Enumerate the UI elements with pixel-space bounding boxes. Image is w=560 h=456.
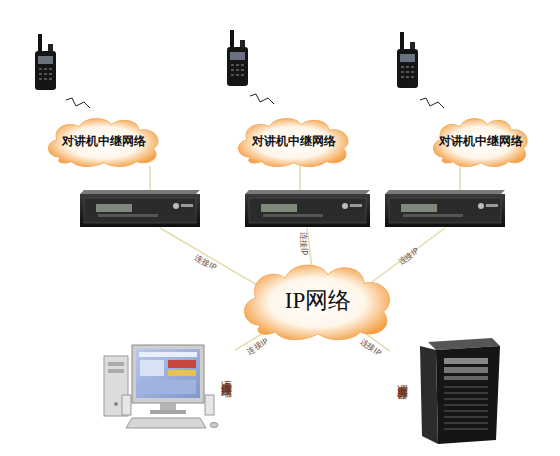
walkie-talkie: [397, 32, 418, 88]
cloud-label: 对讲机中继网络: [428, 133, 534, 150]
link-line: [372, 228, 445, 282]
link-label: 连接IP: [298, 231, 309, 254]
walkie-talkie: [227, 30, 248, 86]
device-node: 调度服务器: [390, 335, 500, 445]
link-line: [160, 228, 262, 288]
network-cloud: IP网络: [236, 258, 400, 342]
link-line: [307, 228, 312, 268]
link-label: 连接IP: [192, 251, 218, 272]
server-illustration: [420, 338, 500, 444]
edge-label: 连接IP: [358, 336, 383, 358]
network-cloud: 对讲机中继网络: [42, 114, 166, 168]
walkie-talkie: [35, 34, 56, 90]
cloud-label: 对讲机中继网络: [232, 133, 356, 150]
cloud-label: 对讲机中继网络: [42, 133, 166, 150]
network-cloud: 对讲机中继网络: [232, 114, 356, 168]
radio-wave: [420, 98, 444, 108]
repeater-device: [385, 190, 505, 227]
repeater-device: [80, 190, 200, 227]
link-line: [459, 166, 460, 191]
edge-label: 连接IP: [245, 335, 271, 356]
radio-wave: [66, 98, 90, 108]
device-node: 语音调度终端: [95, 340, 235, 445]
repeater-device: [245, 190, 370, 227]
cloud-label: IP网络: [236, 285, 400, 316]
device-caption: 语音调度终端: [218, 372, 233, 378]
link-line: [149, 166, 150, 191]
link-line: [299, 166, 300, 191]
radio-wave: [250, 94, 274, 104]
network-cloud: 对讲机中继网络: [428, 114, 534, 168]
computer-illustration: [104, 345, 218, 428]
link-label: 连接IP: [395, 245, 420, 268]
device-caption: 调度服务器: [394, 376, 409, 381]
